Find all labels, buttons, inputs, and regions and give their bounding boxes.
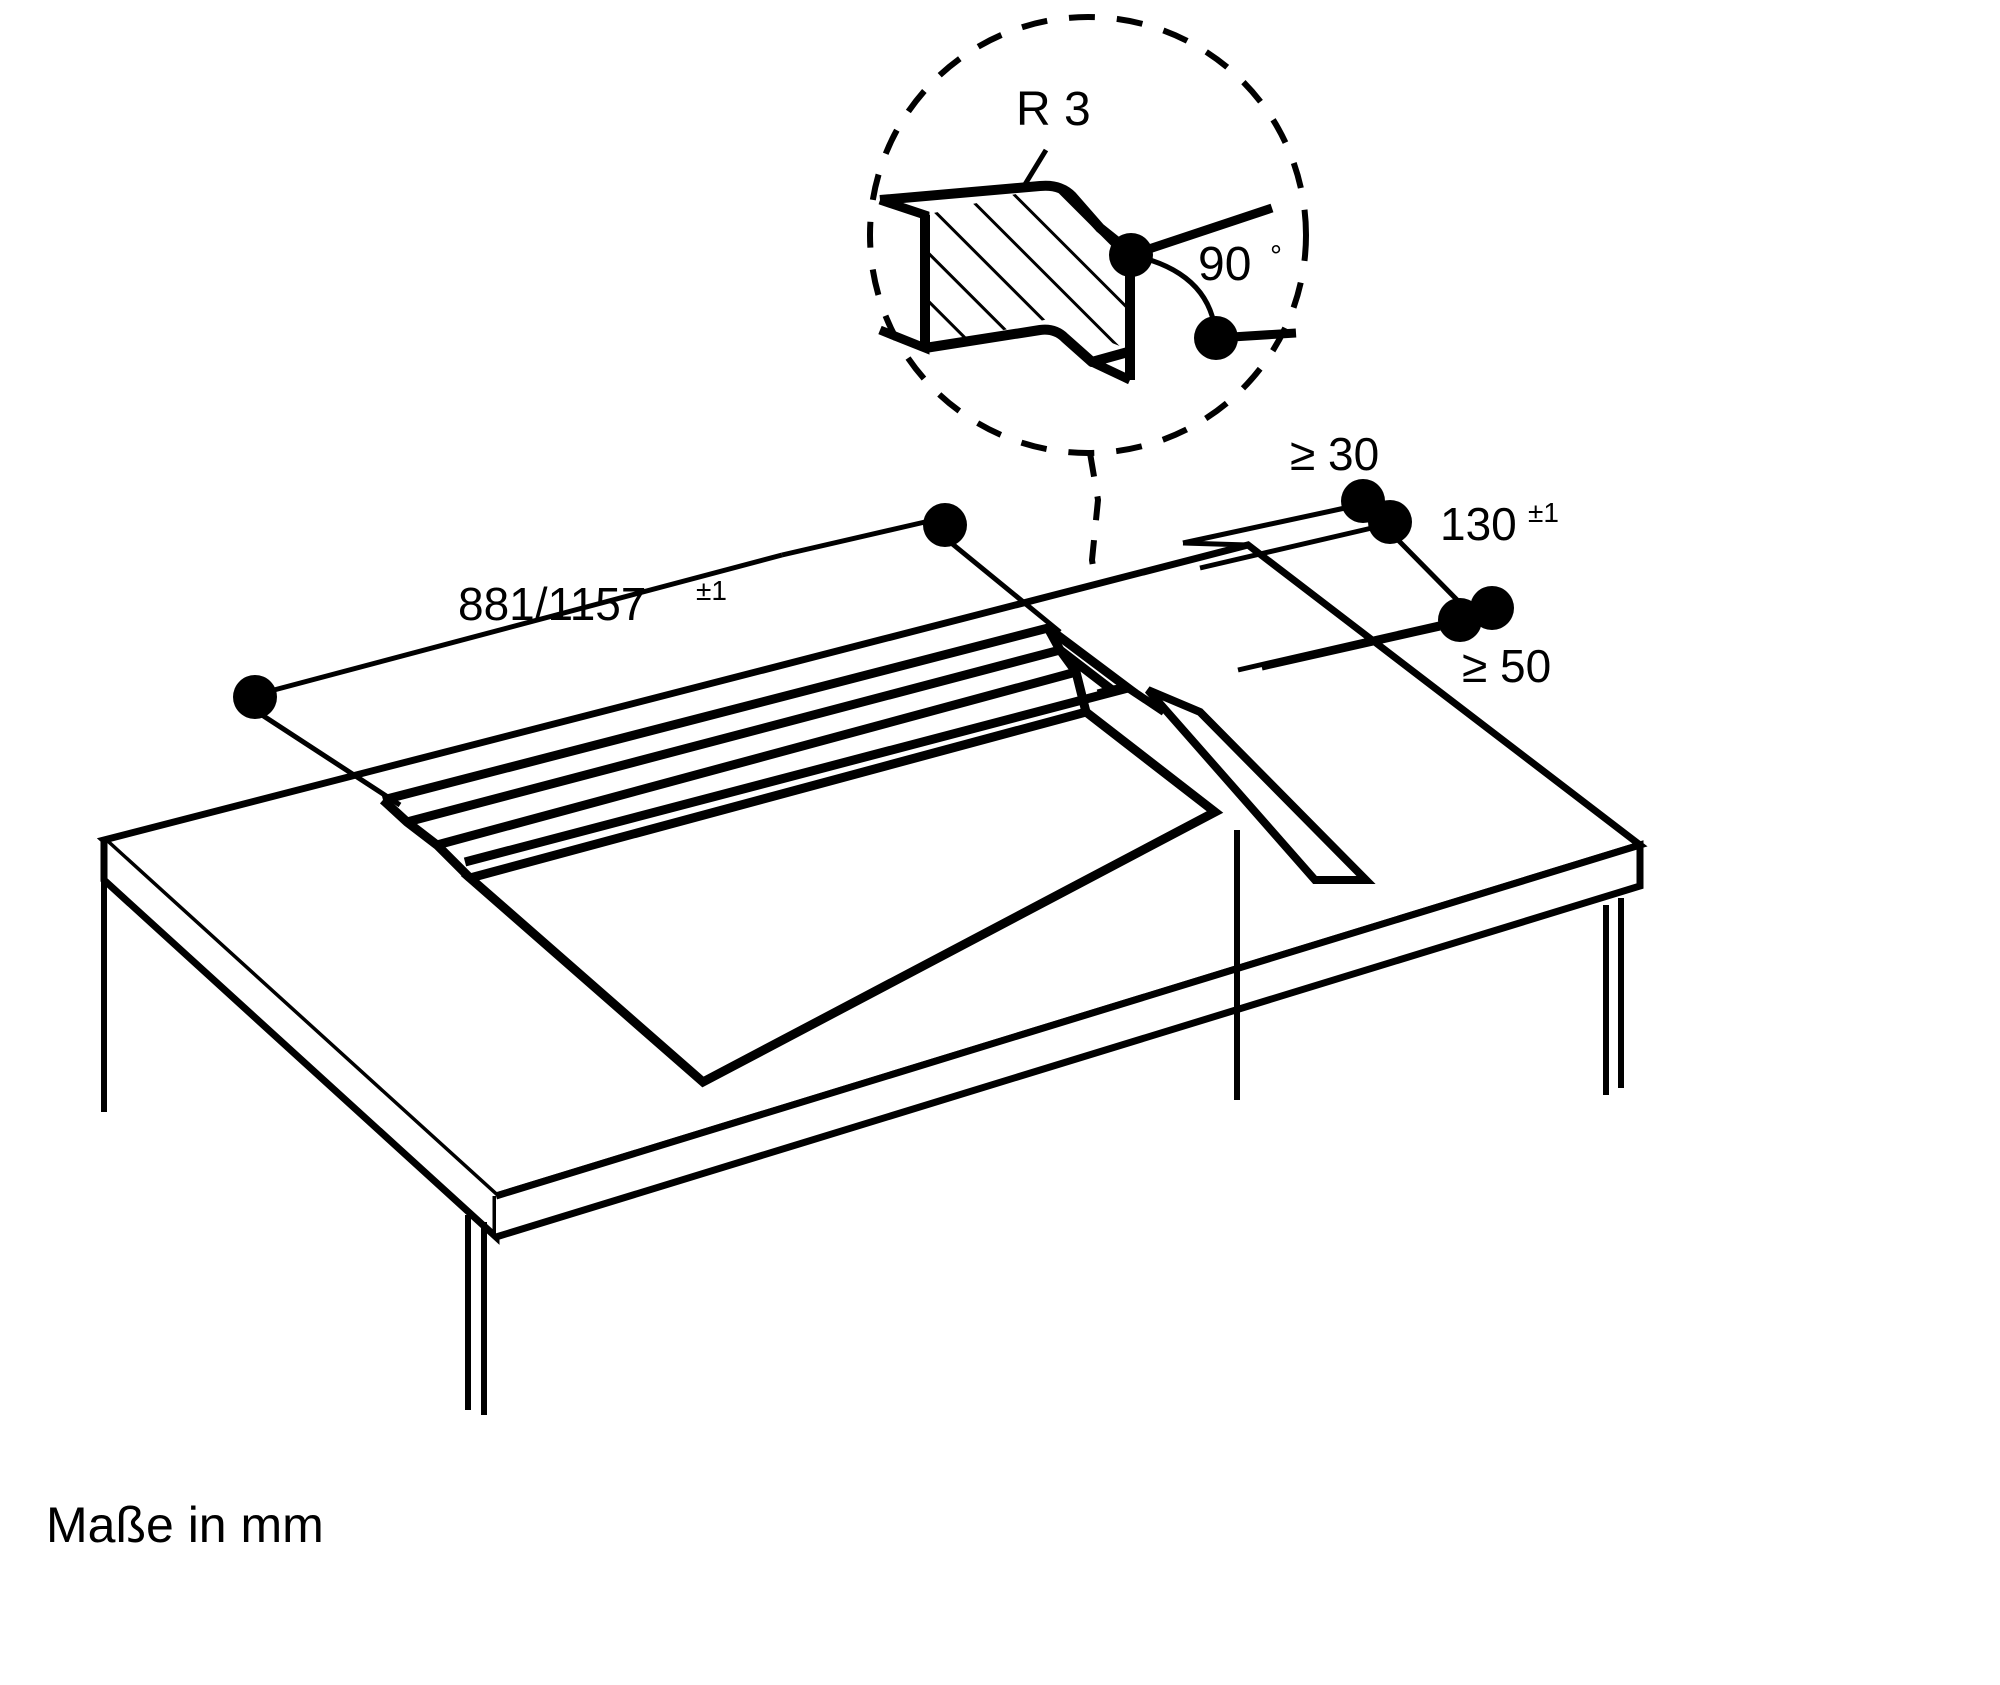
- dimension-depth-tolerance: ±1: [1528, 497, 1559, 528]
- dimension-depth-dot-top: [1368, 500, 1412, 544]
- angle-upper-ray: [1129, 203, 1274, 260]
- dimension-front-clearance-label: ≥ 50: [1462, 640, 1551, 692]
- dimension-width-leader-lower: [260, 712, 402, 808]
- cutout-inner-opening: [460, 707, 1224, 1088]
- worktop-right-slot: [1144, 686, 1376, 884]
- cutout-right-wall: [1096, 683, 1129, 699]
- dimension-width-dot-2: [923, 503, 967, 547]
- dimension-rear-clearance-line: [1182, 505, 1346, 546]
- cutout-right-riser: [1044, 625, 1091, 714]
- dimension-width: 881/1157 ±1: [233, 503, 1062, 808]
- dimension-width-label: 881/1157: [458, 578, 646, 630]
- cutout-flange-outer: [381, 623, 1139, 867]
- dimension-depth-line: [1396, 538, 1467, 610]
- dimension-width-leader-right: [948, 540, 1062, 634]
- dimension-rear-clearance-label: ≥ 30: [1290, 428, 1379, 480]
- dimension-width-extension: [781, 519, 926, 558]
- angle-degree-symbol: °: [1270, 240, 1282, 273]
- radius-label: R 3: [1016, 83, 1091, 136]
- cutout-left-riser: [379, 796, 474, 882]
- dimension-depth-label: 130: [1440, 498, 1517, 550]
- angle-arc: [1130, 252, 1219, 339]
- section-bottom-edge: [924, 324, 1130, 367]
- worktop-right-ledge: [1125, 684, 1167, 716]
- section-lower-step: [1090, 357, 1132, 385]
- dimension-width-tolerance: ±1: [696, 575, 727, 606]
- cutout-group: [379, 623, 1376, 1088]
- section-hatch-face: [925, 188, 1130, 350]
- radius-leader-line: [1021, 148, 1049, 188]
- dimension-width-dot: [233, 675, 277, 719]
- dimension-width-leader-upper: [273, 552, 783, 693]
- angle-label: 90: [1198, 238, 1251, 291]
- dimension-front-clearance: ≥ 50: [1237, 586, 1551, 692]
- units-caption: Maße in mm: [46, 1497, 324, 1553]
- dimension-front-clearance-dot: [1470, 586, 1514, 630]
- dimension-depth-extension-bottom: [1261, 625, 1441, 671]
- worktop-front-right-thickness: [494, 840, 1644, 1241]
- dimension-rear-clearance: ≥ 30: [1182, 428, 1385, 548]
- worktop-legs: [101, 830, 1624, 1415]
- detail-bubble-group: R 3 90 °: [867, 14, 1309, 727]
- dimension-rear-extension: [1182, 540, 1249, 548]
- dimension-depth-extension-left: [1199, 525, 1373, 571]
- section-profile: [878, 180, 1135, 385]
- angle-lower-ray: [1215, 328, 1297, 343]
- cutout-shoulder: [435, 667, 1078, 850]
- section-top-edge: [879, 180, 1134, 256]
- dimension-front-clearance-line: [1237, 613, 1475, 673]
- detail-bubble-circle: [867, 14, 1309, 456]
